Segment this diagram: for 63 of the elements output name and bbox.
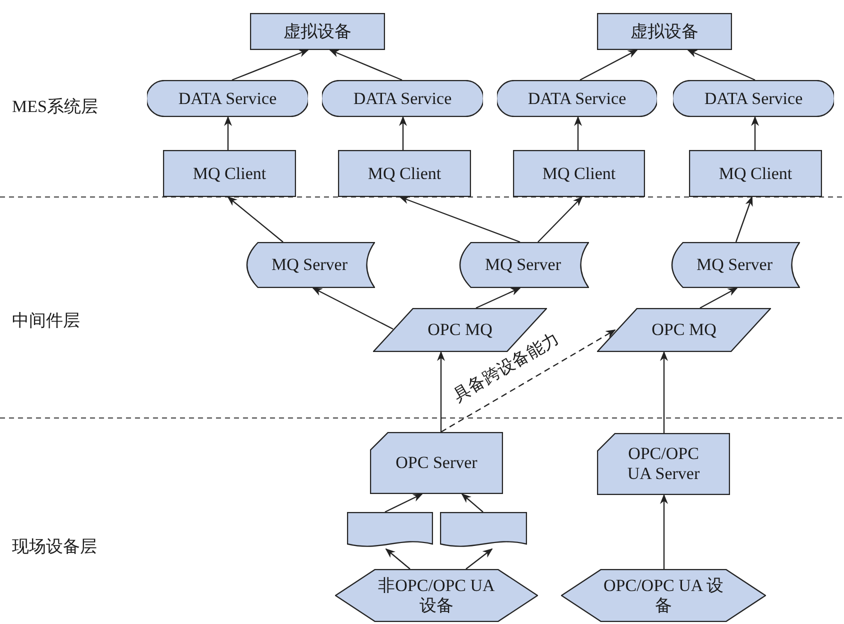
node-label: OPC MQ [426, 320, 494, 340]
hexagon-box [335, 569, 538, 622]
node-label: MQ Client [366, 164, 442, 184]
node-label: DATA Service [703, 88, 804, 108]
layer-label: 中间件层 [12, 310, 80, 332]
node-label: OPC Server [396, 453, 478, 473]
hexagon-box [561, 569, 766, 622]
node-label: OPC MQ [650, 320, 718, 340]
arrow [538, 196, 583, 242]
node-label: MQ Client [718, 164, 794, 184]
node-label: DATA Service [352, 88, 453, 108]
layer-label: 现场设备层 [12, 536, 97, 558]
arrow [461, 493, 484, 512]
process-box [513, 150, 645, 197]
arrow [751, 116, 759, 150]
card-shape [370, 432, 503, 494]
arrow [329, 49, 402, 81]
node-label: 虚拟设备 [282, 22, 352, 42]
arrow [384, 493, 423, 513]
layer-label: MES系统层 [12, 96, 98, 118]
rounded-box [497, 80, 657, 117]
process-box [689, 150, 822, 197]
arrow [476, 287, 521, 309]
arrow [466, 548, 493, 570]
rounded-box [147, 80, 308, 117]
arrow [385, 548, 410, 570]
arrow [232, 49, 309, 81]
arrow [687, 49, 756, 81]
arrow [399, 196, 520, 243]
arrow [574, 116, 582, 150]
process-box [250, 13, 385, 50]
arrow [399, 116, 407, 150]
node-label: MQ Server [484, 255, 562, 275]
node-label: MQ Server [270, 255, 348, 275]
arrow [227, 196, 284, 242]
arrow [735, 196, 753, 242]
node-label: 非OPC/OPC UA 设备 [377, 576, 496, 616]
stored-data-shape [244, 242, 375, 288]
arrow [224, 116, 232, 150]
arrow [440, 329, 616, 433]
node-label: MQ Client [541, 164, 617, 184]
arrow [437, 351, 445, 432]
node-label: MQ Server [695, 255, 774, 275]
card-shape [597, 433, 730, 495]
process-box [163, 150, 296, 197]
node-label: 虚拟设备 [630, 22, 700, 42]
stored-data-shape [669, 242, 800, 288]
process-box [338, 150, 471, 197]
node-label: OPC/OPC UA 设备 [602, 576, 724, 616]
rounded-box [673, 80, 834, 117]
node-label: MQ Client [192, 164, 268, 184]
arrow [660, 351, 668, 433]
rounded-box [322, 80, 483, 117]
process-box [597, 13, 732, 50]
arrow [580, 49, 638, 81]
node-label: OPC/OPC UA Server [626, 444, 701, 484]
node-label: DATA Service [177, 88, 278, 108]
stored-data-shape [457, 242, 589, 288]
arrow [660, 494, 668, 569]
parallelogram-box [597, 308, 771, 352]
arrow [312, 287, 394, 330]
node-label: DATA Service [526, 88, 628, 108]
arrow [700, 287, 738, 309]
